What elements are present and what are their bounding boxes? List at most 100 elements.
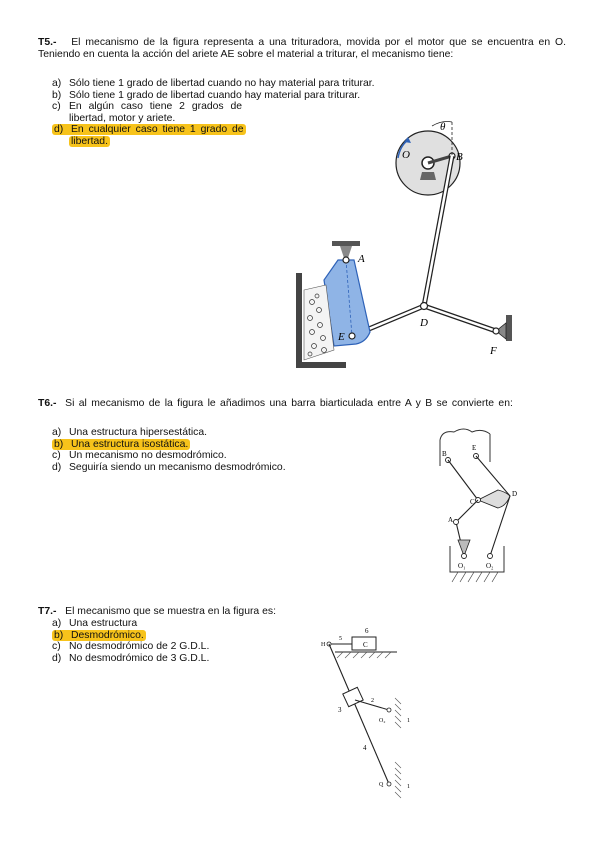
option-text: No desmodrómico de 3 G.D.L. [69, 652, 210, 664]
pin-o2 [386, 707, 392, 713]
material-particles [307, 293, 327, 357]
link-bc [447, 459, 479, 501]
crank-2 [354, 699, 390, 711]
option-text: No desmodrómico de 2 G.D.L. [69, 641, 210, 653]
option-letter: c) [52, 450, 61, 462]
t7-stem-text: El mecanismo que se muestra en la figura… [65, 606, 276, 617]
top-ground-outline [439, 428, 491, 441]
label-o2: O₂ [486, 562, 494, 570]
label-b: B [442, 450, 447, 458]
t6-mechanism-figure: B E C D A O₁ O₂ [439, 428, 517, 583]
t5-option-d[interactable]: d) En cualquier caso tiene 1 grado de lib… [52, 124, 282, 147]
pin-o1 [461, 553, 467, 559]
label-1b: 1 [407, 784, 410, 790]
t7-number: T7.- [38, 606, 57, 617]
theta-arc [431, 121, 453, 127]
t6-answer-highlight: b)Una estructura isostática. [52, 438, 191, 450]
t7-option-c[interactable]: c) No desmodrómico de 2 G.D.L. [52, 641, 209, 653]
pin-a [453, 519, 459, 525]
t6-number: T6.- [38, 398, 57, 409]
option-text: libertad, motor y ariete. [69, 112, 176, 124]
t5-number: T5.- [38, 37, 57, 48]
hopper-floor [296, 362, 346, 368]
label-5: 5 [339, 636, 342, 642]
option-letter: d) [52, 652, 62, 664]
option-text: Desmodrómico. [71, 629, 144, 641]
option-text: Una estructura isostática. [71, 438, 189, 450]
option-text: Una estructura hipersestática. [69, 427, 208, 438]
support-f [495, 322, 507, 340]
support-a [340, 246, 352, 258]
t7-answer-highlight: b) Desmodrómico. [52, 629, 146, 641]
label-e: E [472, 444, 476, 452]
ground-hatch [451, 571, 499, 583]
t5-option-c[interactable]: c)En algún caso tiene 2 grados de libert… [52, 101, 282, 124]
link-do2 [489, 495, 511, 557]
t7-option-d[interactable]: d) No desmodrómico de 3 G.D.L. [52, 653, 209, 665]
ram-axis [345, 259, 353, 337]
label-6: 6 [365, 627, 369, 635]
option-text: Seguiría siendo un mecanismo desmodrómic… [69, 461, 286, 473]
t5-stem: T5.- El mecanismo de la figura represent… [38, 37, 566, 60]
wall-hatch-2 [394, 761, 402, 799]
label-c: C [363, 641, 368, 649]
pin-f [492, 327, 500, 335]
pin-o2 [487, 553, 493, 559]
t6-option-d[interactable]: d)Seguiría siendo un mecanismo desmodróm… [52, 462, 286, 474]
t6-stem: T6.- Si al mecanismo de la figura le aña… [38, 398, 566, 410]
t7-option-a[interactable]: a) Una estructura [52, 618, 137, 630]
link-bd-inner [422, 155, 454, 307]
pin-q [386, 781, 392, 787]
t6-stem-text: Si al mecanismo de la figura le añadimos… [65, 398, 513, 409]
option-letter: c) [52, 101, 61, 113]
option-letter: a) [52, 618, 62, 629]
t7-option-b[interactable]: b) Desmodrómico. [52, 629, 146, 642]
label-c: C [470, 498, 475, 506]
label-2: 2 [371, 698, 374, 704]
option-text: En cualquier caso tiene 1 grado de [71, 124, 244, 136]
t6-option-c[interactable]: c) Un mecanismo no desmodrómico. [52, 450, 227, 462]
t7-mechanism-figure: 6 C 5 H 4 3 2 O₂ 1 Q 1 [321, 627, 410, 799]
option-letter: d) [54, 124, 64, 136]
t6-option-a[interactable]: a) Una estructura hipersestática. [52, 427, 207, 439]
label-o1: O₁ [458, 562, 466, 570]
pin-a [342, 256, 350, 264]
pin-e [348, 332, 356, 340]
t5-answer-highlight: d) En cualquier caso tiene 1 grado de [52, 124, 246, 136]
label-3: 3 [338, 706, 342, 714]
option-text: Una estructura [69, 618, 138, 629]
label-o: O [402, 149, 410, 161]
t7-stem: T7.- El mecanismo que se muestra en la f… [38, 606, 566, 618]
t6-option-b[interactable]: b)Una estructura isostática. [52, 438, 191, 451]
label-1a: 1 [407, 718, 410, 724]
label-q: Q [379, 782, 384, 788]
t5-option-a[interactable]: a)Sólo tiene 1 grado de libertad cuando … [52, 78, 375, 90]
label-a: A [448, 516, 453, 524]
label-d: D [419, 317, 428, 329]
support-o1 [457, 539, 471, 558]
label-e: E [337, 331, 345, 343]
option-text: Sólo tiene 1 grado de libertad cuando ha… [69, 89, 361, 101]
label-b: B [456, 151, 463, 163]
option-letter: c) [52, 641, 61, 653]
label-d: D [512, 490, 517, 498]
label-o2: O₂ [379, 718, 385, 724]
option-letter: a) [52, 78, 62, 89]
hopper-wall [296, 273, 302, 368]
label-4: 4 [363, 744, 367, 752]
option-letter: a) [52, 427, 62, 438]
arrow-head [404, 137, 411, 143]
guide-hatch [336, 651, 392, 659]
option-text: Un mecanismo no desmodrómico. [69, 450, 227, 462]
theta-label: θ [440, 121, 446, 133]
option-letter: b) [54, 629, 64, 641]
link-ed [475, 455, 511, 497]
bottom-ground [449, 546, 505, 573]
wall-hatch-1 [394, 697, 402, 729]
link-ca [455, 499, 479, 523]
option-text: libertad. [71, 135, 108, 147]
t5-option-b[interactable]: b) Sólo tiene 1 grado de libertad cuando … [52, 90, 360, 102]
pin-d [419, 301, 429, 311]
label-a: A [357, 253, 365, 265]
option-letter: b) [52, 89, 62, 101]
